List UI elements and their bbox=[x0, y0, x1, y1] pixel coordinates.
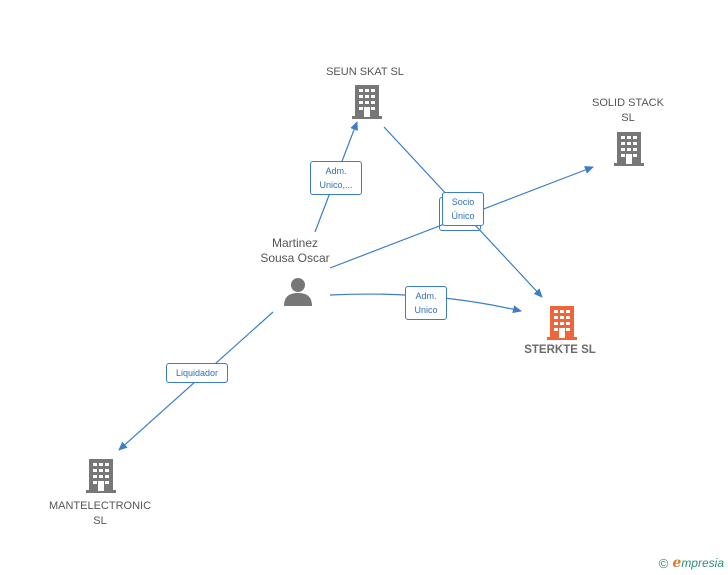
building-icon[interactable] bbox=[352, 85, 382, 119]
building-icon[interactable] bbox=[86, 459, 116, 493]
node-label-sterkte: STERKTE SL bbox=[524, 344, 596, 356]
node-label-mantelectronic: MANTELECTRONIC SL bbox=[48, 500, 152, 527]
node-label-solid-stack: SOLID STACK SL bbox=[592, 97, 664, 124]
building-icon[interactable] bbox=[547, 306, 577, 340]
node-label-person: Martinez Sousa Oscar bbox=[260, 236, 330, 265]
person-icon[interactable] bbox=[283, 276, 313, 306]
copyright-icon: © bbox=[658, 555, 669, 571]
edge-label-adm-unico-seun[interactable]: Adm. Unico,... bbox=[310, 161, 362, 195]
empresia-logo[interactable]: © empresia bbox=[658, 555, 724, 571]
edge-label-socio-unico[interactable]: Socio Único bbox=[439, 192, 484, 231]
edge-label-adm-unico-sterkte[interactable]: Adm. Unico bbox=[405, 286, 447, 320]
node-label-seun-skat: SEUN SKAT SL bbox=[326, 66, 404, 78]
edge-label-liquidador[interactable]: Liquidador bbox=[166, 363, 228, 383]
building-icon[interactable] bbox=[614, 132, 644, 166]
